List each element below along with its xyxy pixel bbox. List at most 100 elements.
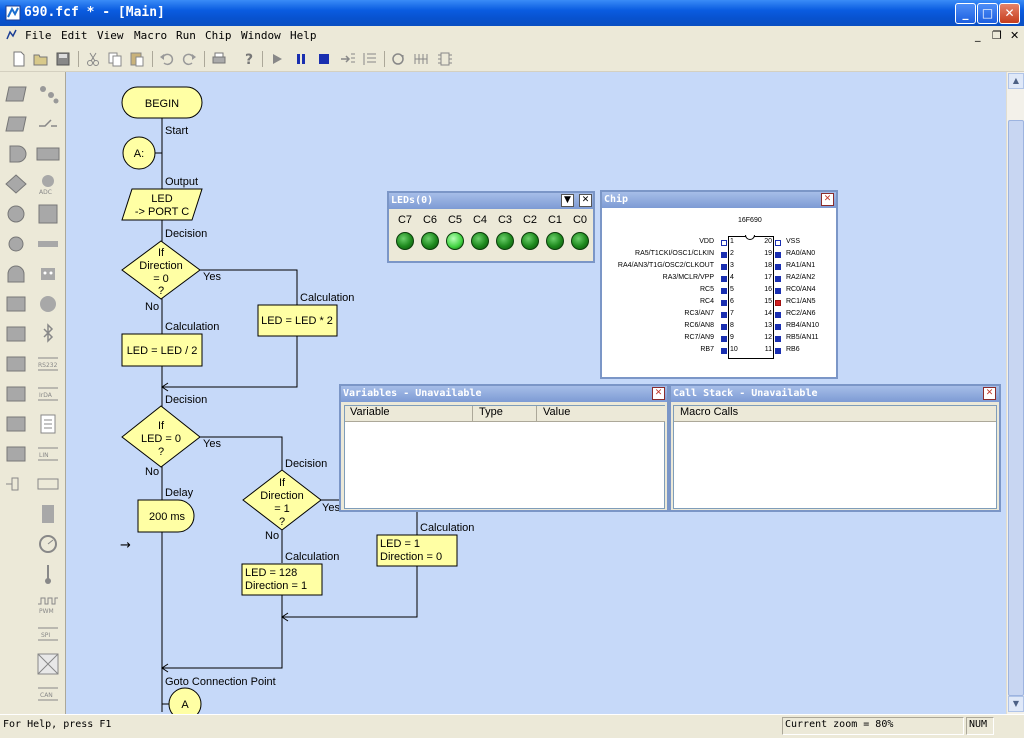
comment-icon[interactable]	[4, 412, 28, 436]
maximize-button[interactable]: □	[977, 3, 998, 24]
goto-icon[interactable]	[4, 232, 28, 256]
menu-macro[interactable]: Macro	[134, 29, 168, 42]
keypad-icon[interactable]	[36, 202, 60, 226]
column-header-value[interactable]: Value	[537, 406, 665, 422]
begin-terminator[interactable]: BEGIN	[121, 86, 203, 119]
menu-window[interactable]: Window	[241, 29, 281, 42]
macro-icon[interactable]	[4, 262, 28, 286]
connection-point-a[interactable]: A:	[122, 136, 162, 170]
help-icon[interactable]: ?	[240, 50, 258, 68]
calc-led-times-2[interactable]: LED = LED * 2	[257, 304, 338, 337]
menu-view[interactable]: View	[97, 29, 124, 42]
ic-icon[interactable]	[36, 502, 60, 526]
minimize-button[interactable]: _	[955, 3, 976, 24]
delay-block[interactable]: 200 ms	[137, 499, 195, 533]
spi-icon[interactable]: SPI	[36, 622, 60, 646]
rs232-icon[interactable]: RS232	[36, 352, 60, 376]
goto-connection-a[interactable]: A	[162, 687, 202, 714]
ice-icon[interactable]	[390, 50, 408, 68]
menu-help[interactable]: Help	[290, 29, 317, 42]
mdi-restore-button[interactable]: ❐	[992, 29, 1002, 42]
pwm-icon[interactable]: PWM	[36, 592, 60, 616]
connection-point-icon[interactable]	[4, 202, 28, 226]
pause-icon[interactable]	[292, 50, 310, 68]
print-icon[interactable]	[210, 50, 228, 68]
copy-icon[interactable]	[106, 50, 124, 68]
goto-connection-icon[interactable]	[4, 472, 28, 496]
bluetooth-icon[interactable]	[36, 322, 60, 346]
robot-icon[interactable]	[36, 262, 60, 286]
calc-led-div-2[interactable]: LED = LED / 2	[121, 333, 203, 367]
dots-icon[interactable]	[36, 82, 60, 106]
can-icon[interactable]: CAN	[36, 682, 60, 706]
chip-icon[interactable]	[436, 50, 454, 68]
wireless-icon[interactable]	[36, 472, 60, 496]
column-header-macro-calls[interactable]: Macro Calls	[674, 406, 996, 422]
calculation-icon[interactable]	[4, 292, 28, 316]
scroll-thumb[interactable]	[1008, 120, 1024, 696]
decision-direction-0[interactable]: If Direction = 0 ?	[121, 240, 201, 300]
bar-icon[interactable]	[36, 232, 60, 256]
calc-led-128-direction-1[interactable]: LED = 128 Direction = 1	[241, 563, 323, 596]
menu-chip[interactable]: Chip	[205, 29, 232, 42]
vertical-scrollbar[interactable]: ▲ ▼	[1006, 72, 1024, 714]
decision-led-0[interactable]: If LED = 0 ?	[121, 405, 201, 468]
lin-icon[interactable]: LIN	[36, 442, 60, 466]
decision-direction-1[interactable]: If Direction = 1 ?	[242, 469, 322, 531]
step-into-icon[interactable]	[339, 50, 357, 68]
column-header-type[interactable]: Type	[473, 406, 537, 422]
code-icon[interactable]	[4, 382, 28, 406]
output-block[interactable]: LED -> PORT C	[121, 188, 203, 221]
open-file-icon[interactable]	[32, 50, 50, 68]
loop-icon[interactable]	[4, 322, 28, 346]
column-header-variable[interactable]: Variable	[345, 406, 473, 422]
mdi-minimize-button[interactable]: _	[975, 29, 981, 42]
scroll-up-arrow-icon[interactable]: ▲	[1008, 73, 1024, 89]
step-over-icon[interactable]	[361, 50, 379, 68]
chip-pin-number-right: 13	[764, 322, 772, 329]
irda-icon[interactable]: IrDA	[36, 382, 60, 406]
run-icon[interactable]	[268, 50, 286, 68]
output-icon[interactable]	[4, 112, 28, 136]
variables-panel[interactable]: Variables - Unavailable ✕ Variable Type …	[339, 384, 669, 512]
adc-icon[interactable]: ADC	[36, 172, 60, 196]
leds-close-button[interactable]: ✕	[579, 194, 592, 207]
document-icon[interactable]	[5, 28, 19, 42]
mdi-close-button[interactable]: ✕	[1010, 29, 1020, 42]
variables-list[interactable]: Variable Type Value	[344, 405, 665, 509]
callstack-panel[interactable]: Call Stack - Unavailable ✕ Macro Calls	[669, 384, 1001, 512]
variables-close-button[interactable]: ✕	[652, 387, 665, 400]
menu-edit[interactable]: Edit	[61, 29, 88, 42]
port-icon[interactable]	[4, 442, 28, 466]
save-icon[interactable]	[54, 50, 72, 68]
sensor-icon[interactable]	[36, 292, 60, 316]
cut-icon[interactable]	[84, 50, 102, 68]
stop-icon[interactable]	[315, 50, 333, 68]
callstack-close-button[interactable]: ✕	[983, 387, 996, 400]
document-list-icon[interactable]	[36, 412, 60, 436]
lcd-icon[interactable]	[36, 142, 60, 166]
interrupt-icon[interactable]	[4, 352, 28, 376]
clock-icon[interactable]	[412, 50, 430, 68]
graphic-lcd-icon[interactable]	[36, 652, 60, 676]
paste-icon[interactable]	[128, 50, 146, 68]
thermometer-icon[interactable]	[36, 562, 60, 586]
leds-dropdown-button[interactable]: ▼	[561, 194, 574, 207]
delay-icon[interactable]	[4, 142, 28, 166]
decision-icon[interactable]	[4, 172, 28, 196]
chip-close-button[interactable]: ✕	[821, 193, 834, 206]
menu-run[interactable]: Run	[176, 29, 196, 42]
calc-led-1-direction-0[interactable]: LED = 1 Direction = 0	[376, 534, 458, 567]
new-file-icon[interactable]	[10, 50, 28, 68]
switch-icon[interactable]	[36, 112, 60, 136]
undo-icon[interactable]	[158, 50, 176, 68]
meter-icon[interactable]	[36, 532, 60, 556]
redo-icon[interactable]	[180, 50, 198, 68]
scroll-down-arrow-icon[interactable]: ▼	[1008, 696, 1024, 712]
input-icon[interactable]	[4, 82, 28, 106]
menu-file[interactable]: File	[25, 29, 52, 42]
close-button[interactable]: ✕	[999, 3, 1020, 24]
callstack-list[interactable]: Macro Calls	[673, 405, 997, 509]
